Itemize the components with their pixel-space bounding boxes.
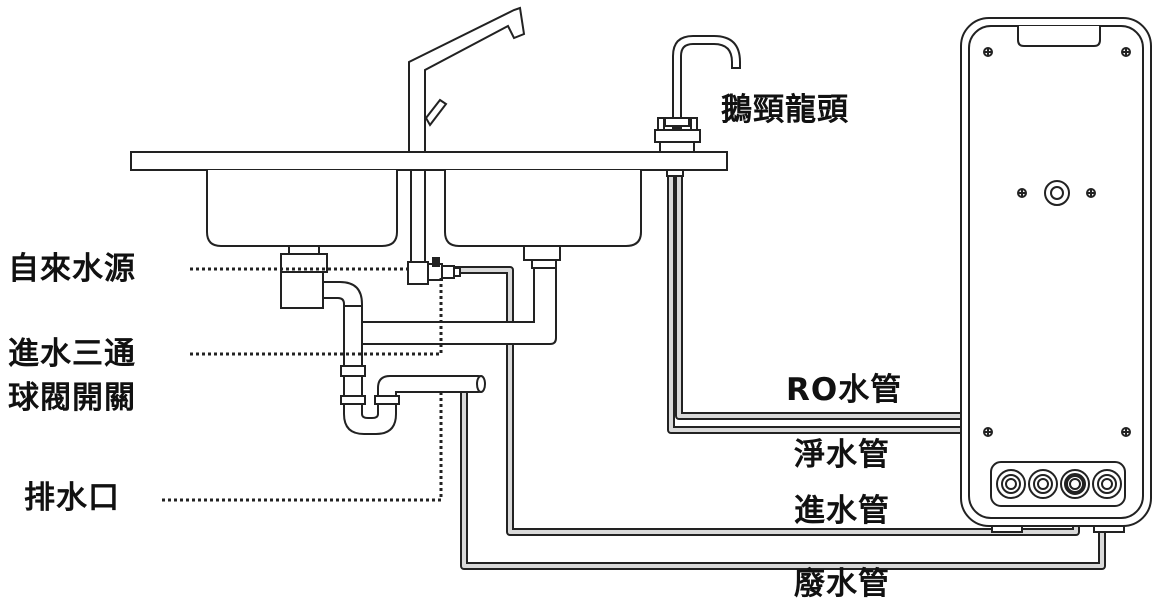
inlet-tee-valve (427, 257, 461, 281)
label-inlet-tee-line1: 進水三通 (8, 336, 136, 372)
screw-icons (983, 47, 1131, 437)
label-pure-water-tube: 淨水管 (794, 437, 890, 473)
countertop (130, 151, 728, 171)
label-waste-water-tube: 廢水管 (794, 566, 890, 602)
gooseneck-faucet (654, 35, 741, 177)
tube-connectors (996, 469, 1122, 499)
left-basin (206, 170, 398, 247)
ro-purifier-unit (960, 17, 1152, 533)
leader-lines (162, 267, 443, 502)
label-ro-tube: RO水管 (786, 372, 903, 408)
label-drain-outlet: 排水口 (24, 480, 120, 516)
leader-inlet-tee (190, 276, 443, 356)
sink (130, 151, 728, 247)
label-gooseneck-faucet: 鵝頸龍頭 (721, 92, 849, 128)
label-inlet-tube: 進水管 (794, 493, 890, 529)
kitchen-faucet (407, 6, 526, 285)
handle-slot (1017, 26, 1101, 47)
right-basin (444, 170, 642, 247)
label-tap-water-source: 自來水源 (8, 251, 136, 287)
drain-plumbing (280, 245, 561, 435)
label-inlet-tee-line2: 球閥開關 (8, 380, 136, 416)
leader-drain (162, 392, 443, 502)
